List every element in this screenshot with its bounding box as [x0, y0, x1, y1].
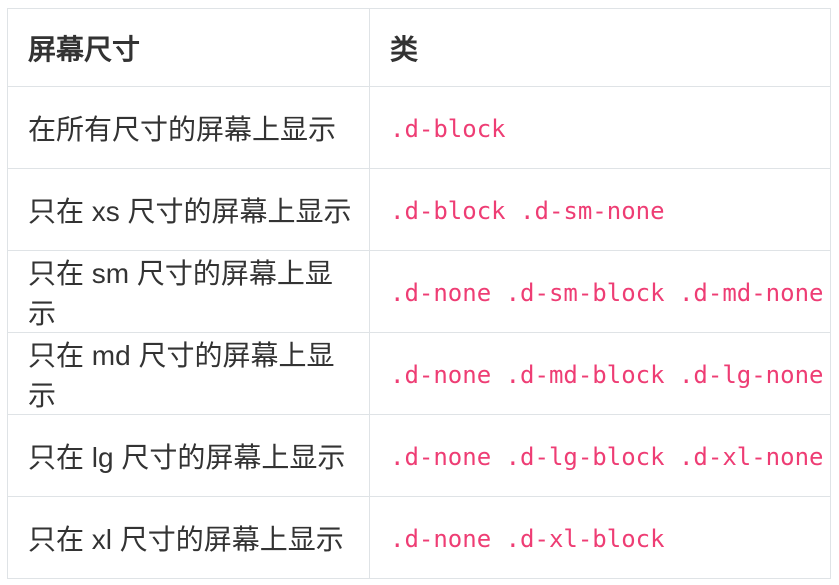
table-row: 只在 lg 尺寸的屏幕上显示 .d-none .d-lg-block .d-xl… — [7, 414, 831, 497]
header-row: 屏幕尺寸 类 — [7, 8, 831, 87]
class-cell: .d-block .d-sm-none — [369, 168, 831, 251]
table-row: 只在 xl 尺寸的屏幕上显示 .d-none .d-xl-block — [7, 496, 831, 579]
screen-size-cell: 只在 sm 尺寸的屏幕上显示 — [7, 250, 370, 333]
class-cell: .d-none .d-xl-block — [369, 496, 831, 579]
class-code: .d-none .d-lg-block .d-xl-none — [390, 442, 824, 471]
table-row: 只在 md 尺寸的屏幕上显示 .d-none .d-md-block .d-lg… — [7, 332, 831, 415]
screen-size-cell: 在所有尺寸的屏幕上显示 — [7, 86, 370, 169]
class-code: .d-block .d-sm-none — [390, 196, 665, 225]
table-row: 只在 sm 尺寸的屏幕上显示 .d-none .d-sm-block .d-md… — [7, 250, 831, 333]
class-cell: .d-block — [369, 86, 831, 169]
screen-size-cell: 只在 md 尺寸的屏幕上显示 — [7, 332, 370, 415]
screen-size-cell: 只在 xs 尺寸的屏幕上显示 — [7, 168, 370, 251]
class-cell: .d-none .d-md-block .d-lg-none — [369, 332, 831, 415]
display-utilities-table: 屏幕尺寸 类 在所有尺寸的屏幕上显示 .d-block 只在 xs 尺寸的屏幕上… — [7, 8, 831, 579]
class-code: .d-none .d-sm-block .d-md-none — [390, 278, 824, 307]
class-code: .d-none .d-xl-block — [390, 524, 665, 553]
display-utilities-table-container: 屏幕尺寸 类 在所有尺寸的屏幕上显示 .d-block 只在 xs 尺寸的屏幕上… — [7, 8, 831, 579]
class-cell: .d-none .d-sm-block .d-md-none — [369, 250, 831, 333]
table-row: 在所有尺寸的屏幕上显示 .d-block — [7, 86, 831, 169]
class-code: .d-none .d-md-block .d-lg-none — [390, 360, 824, 389]
screen-size-cell: 只在 xl 尺寸的屏幕上显示 — [7, 496, 370, 579]
class-code: .d-block — [390, 114, 506, 143]
class-cell: .d-none .d-lg-block .d-xl-none — [369, 414, 831, 497]
column-header-class: 类 — [369, 8, 831, 87]
table-row: 只在 xs 尺寸的屏幕上显示 .d-block .d-sm-none — [7, 168, 831, 251]
column-header-screen-size: 屏幕尺寸 — [7, 8, 370, 87]
screen-size-cell: 只在 lg 尺寸的屏幕上显示 — [7, 414, 370, 497]
